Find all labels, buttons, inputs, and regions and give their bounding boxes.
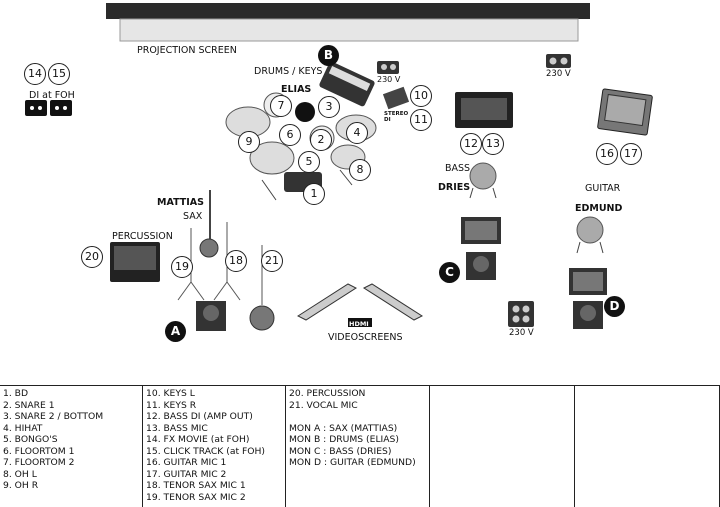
legend-item: 13. BASS MIC	[146, 422, 208, 434]
input-number-badge: 19	[171, 256, 193, 278]
input-number-badge: 4	[346, 122, 368, 144]
input-number-badge: 6	[279, 124, 301, 146]
input-number-badge: 9	[238, 131, 260, 153]
legend-item: 3. SNARE 2 / BOTTOM	[3, 411, 104, 422]
legend-column-1: 1. BD 2. SNARE 1 3. SNARE 2 / BOTTOM 4. …	[0, 386, 143, 507]
input-number-badge: 1	[303, 183, 325, 205]
legend-item: MON A : SAX (MATTIAS)	[289, 422, 398, 434]
input-number-badge: 8	[349, 159, 371, 181]
legend-item: 5. BONGO'S	[3, 434, 58, 445]
di-at-foh-label: DI at FOH	[29, 90, 75, 101]
monitor-badge: D	[604, 296, 625, 317]
stage-plot: PROJECTION SCREEN DRUMS / KEYS ELIAS DI …	[24, 3, 653, 343]
input-number-badge: 15	[48, 63, 70, 85]
legend-item: 2. SNARE 1	[3, 399, 55, 411]
legend-item: 20. PERCUSSION	[289, 388, 366, 399]
input-number-badge: 10	[410, 85, 432, 107]
input-number-badge: 21	[261, 250, 283, 272]
guitar-amp	[597, 88, 653, 136]
legend-item: 14. FX MOVIE (at FOH)	[146, 434, 250, 445]
legend-item: 21. VOCAL MIC	[289, 399, 358, 411]
mattias-label: MATTIAS	[157, 197, 204, 208]
di-boxes	[25, 100, 72, 116]
bass-amp	[455, 92, 513, 128]
input-number-badge: 5	[298, 151, 320, 173]
stage-drawing	[25, 3, 653, 331]
monitor-badge: B	[318, 45, 339, 66]
legend-item: 16. GUITAR MIC 1	[146, 457, 227, 468]
input-number-badge: 13	[482, 133, 504, 155]
monitor-badge: A	[165, 321, 186, 342]
volt-label-2: 230 V	[546, 69, 571, 79]
drums-keys-label: DRUMS / KEYS	[254, 66, 323, 77]
input-number-badge: 12	[460, 133, 482, 155]
legend-item: MON D : GUITAR (EDMUND)	[289, 457, 416, 468]
videoscreens	[296, 283, 424, 327]
legend-item: 10. KEYS L	[146, 388, 195, 399]
stereo-di-label: STEREO DI	[384, 111, 409, 123]
input-number-badge: 11	[410, 109, 432, 131]
legend-item: 11. KEYS R	[146, 399, 197, 411]
legend-column-4	[430, 386, 575, 507]
input-number-badge: 2	[310, 129, 332, 151]
legend-column-2: 10. KEYS L 11. KEYS R 12. BASS DI (AMP O…	[143, 386, 286, 507]
volt-label-1: 230 V	[377, 75, 401, 84]
legend-item: 4. HIHAT	[3, 422, 43, 434]
input-number-badge: 18	[225, 250, 247, 272]
legend-spacer	[289, 411, 429, 423]
guitar-label: GUITAR	[585, 183, 621, 194]
legend-item: 19. TENOR SAX MIC 2	[146, 491, 246, 503]
keyboard	[319, 61, 410, 110]
legend-item: 7. FLOORTOM 2	[3, 457, 75, 468]
legend-column-5	[575, 386, 720, 507]
projection-screen	[106, 3, 590, 42]
volt-label-3: 230 V	[509, 328, 534, 338]
projection-screen-label: PROJECTION SCREEN	[137, 45, 237, 56]
input-number-badge: 7	[270, 95, 292, 117]
legend-column-3: 20. PERCUSSION 21. VOCAL MIC MON A : SAX…	[286, 386, 430, 507]
legend-item: 12. BASS DI (AMP OUT)	[146, 411, 253, 422]
bass-label: BASS	[445, 163, 471, 174]
edmund-label: EDMUND	[575, 203, 623, 214]
legend-item: MON B : DRUMS (ELIAS)	[289, 434, 399, 445]
legend-item: 1. BD	[3, 388, 29, 399]
monitor-badge: C	[439, 262, 460, 283]
sax-label: SAX	[183, 211, 203, 222]
stools	[469, 162, 604, 254]
elias-label: ELIAS	[281, 84, 312, 95]
pedalboards-monitors	[461, 217, 607, 329]
input-number-badge: 17	[620, 143, 642, 165]
hdmi-label: HDMI	[349, 320, 369, 328]
legend-item: 15. CLICK TRACK (at FOH)	[146, 445, 265, 457]
legend-item: 6. FLOORTOM 1	[3, 445, 75, 457]
legend-item: MON C : BASS (DRIES)	[289, 445, 392, 457]
legend-item: 17. GUITAR MIC 2	[146, 468, 227, 480]
sax-setup	[177, 190, 275, 331]
videoscreens-label: VIDEOSCREENS	[328, 332, 403, 343]
percussion-case	[110, 242, 160, 282]
percussion-label: PERCUSSION	[112, 231, 173, 242]
input-number-badge: 20	[81, 246, 103, 268]
channel-legend: 1. BD 2. SNARE 1 3. SNARE 2 / BOTTOM 4. …	[0, 385, 720, 507]
dries-label: DRIES	[438, 182, 471, 193]
input-number-badge: 16	[596, 143, 618, 165]
legend-item: 8. OH L	[3, 468, 37, 480]
input-number-badge: 3	[318, 96, 340, 118]
input-number-badge: 14	[24, 63, 46, 85]
legend-item: 18. TENOR SAX MIC 1	[146, 480, 246, 491]
power-outlet-icon	[377, 54, 571, 327]
legend-item: 9. OH R	[3, 480, 39, 491]
